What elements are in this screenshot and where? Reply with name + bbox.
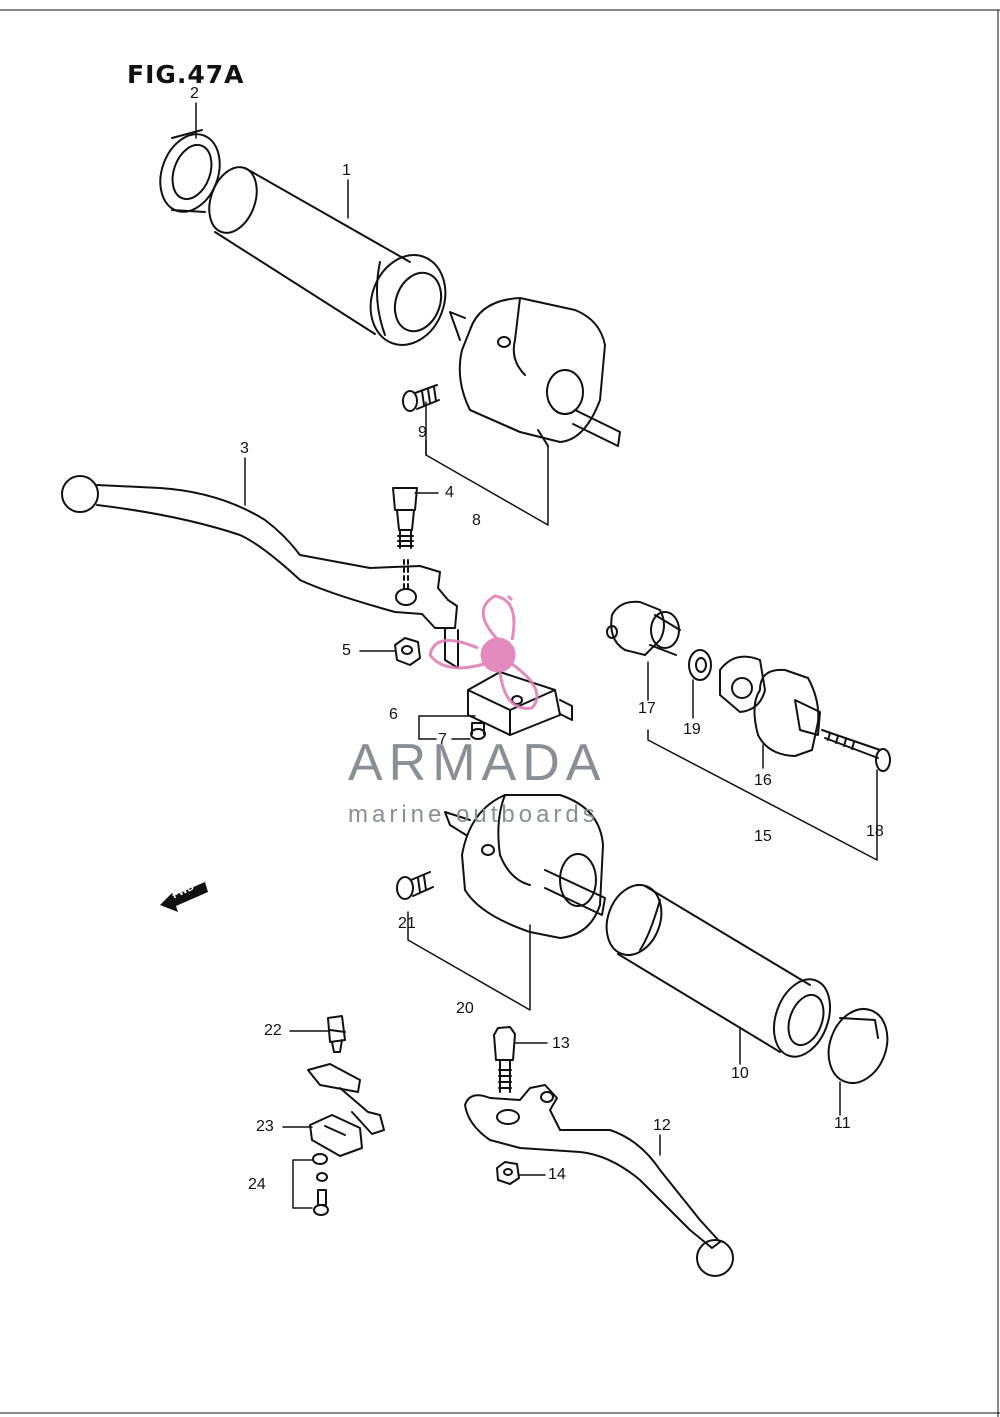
callout-6: 6 — [389, 706, 398, 723]
part-20-right-switch-housing — [444, 794, 606, 939]
callout-19: 19 — [683, 721, 701, 738]
part-8-left-switch-housing — [449, 297, 621, 447]
callout-17: 17 — [638, 700, 656, 717]
part-3-clutch-lever — [61, 475, 459, 669]
callout-15: 15 — [754, 828, 772, 845]
callout-23: 23 — [256, 1118, 274, 1135]
callout-16: 16 — [754, 772, 772, 789]
part-23-clamp — [309, 1114, 363, 1157]
callout-1: 1 — [342, 162, 351, 179]
callout-21: 21 — [398, 915, 416, 932]
callout-20: 20 — [456, 1000, 474, 1017]
callout-5: 5 — [342, 642, 351, 659]
callout-13: 13 — [552, 1035, 570, 1052]
part-13-bolt — [493, 1026, 516, 1093]
part-21-screw — [396, 871, 434, 900]
part-7-screw — [470, 722, 486, 740]
callout-4: 4 — [445, 484, 454, 501]
callout-8: 8 — [472, 512, 481, 529]
part-1-left-grip — [208, 166, 447, 346]
callout-22: 22 — [264, 1022, 282, 1039]
callout-11: 11 — [834, 1115, 851, 1132]
callout-24: 24 — [248, 1176, 266, 1193]
fwd-arrow-icon — [160, 882, 208, 912]
part-11-end-cap — [827, 1008, 889, 1084]
part-16-throttle-case — [719, 655, 821, 757]
watermark-tagline: marine outboards — [348, 801, 599, 828]
figure-title: FIG.47A — [127, 60, 245, 89]
part-22-connector — [327, 1015, 346, 1053]
part-12-brake-lever — [464, 1084, 734, 1277]
part-17-throttle-case-cap — [606, 600, 681, 656]
callout-10: 10 — [731, 1065, 749, 1082]
callout-7: 7 — [438, 731, 447, 748]
callout-14: 14 — [548, 1166, 566, 1183]
propeller-logo-icon — [428, 594, 539, 710]
part-4-pivot-bolt — [392, 487, 418, 591]
part-24-hardware — [312, 1153, 329, 1216]
part-19-washer — [688, 649, 712, 681]
callout-12: 12 — [653, 1117, 671, 1134]
part-14-nut — [496, 1161, 520, 1185]
watermark-name: ARMADA — [348, 734, 607, 792]
part-18-screw — [821, 729, 891, 772]
leader-lines — [195, 102, 878, 1209]
part-2-end-weight — [159, 129, 221, 213]
part-mirror-bracket — [307, 1063, 385, 1135]
callout-9: 9 — [418, 424, 427, 441]
part-10-right-grip — [605, 884, 832, 1058]
callout-3: 3 — [240, 440, 249, 457]
part-5-nut — [394, 637, 421, 666]
callout-18: 18 — [866, 823, 884, 840]
part-9-screw — [402, 384, 440, 412]
callout-2: 2 — [190, 85, 199, 102]
